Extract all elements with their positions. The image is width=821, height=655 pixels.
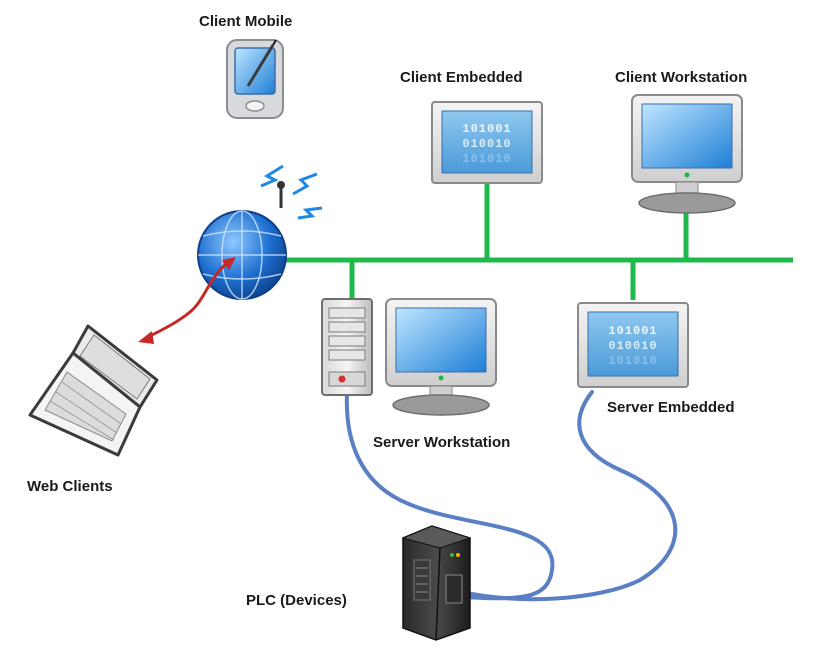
web-link-arrow: [138, 257, 236, 344]
label-web-clients: Web Clients: [27, 478, 113, 495]
embedded-panel-icon-client: [431, 101, 543, 184]
label-server-embedded: Server Embedded: [607, 399, 735, 416]
server-embedded-screen-line1: 101001: [608, 324, 657, 338]
pda-icon: [226, 39, 284, 119]
server-tower-icon: [321, 298, 373, 396]
network-bus: [232, 183, 793, 300]
client-embedded-screen-line2: 010010: [462, 137, 511, 151]
label-client-mobile: Client Mobile: [199, 13, 293, 30]
label-server-workstation: Server Workstation: [373, 434, 511, 451]
cable-server-to-plc: [344, 392, 555, 601]
cable-embedded-to-plc: [460, 390, 678, 602]
client-embedded-screen-line1: 101001: [462, 122, 511, 136]
server-embedded-screen-line2: 010010: [608, 339, 657, 353]
monitor-icon-client: [631, 94, 743, 214]
client-embedded-screen-line3: 101010: [462, 152, 511, 166]
monitor-icon-server: [385, 298, 497, 416]
server-embedded-screen-line3: 101010: [608, 354, 657, 368]
laptop-icon: [28, 324, 159, 457]
label-plc-devices: PLC (Devices): [246, 592, 347, 609]
label-client-workstation: Client Workstation: [615, 69, 748, 86]
globe-icon: [197, 164, 323, 300]
plc-cables: [344, 390, 678, 602]
label-client-embedded: Client Embedded: [400, 69, 523, 86]
plc-icon: [401, 525, 472, 641]
embedded-panel-icon-server: [577, 302, 689, 388]
